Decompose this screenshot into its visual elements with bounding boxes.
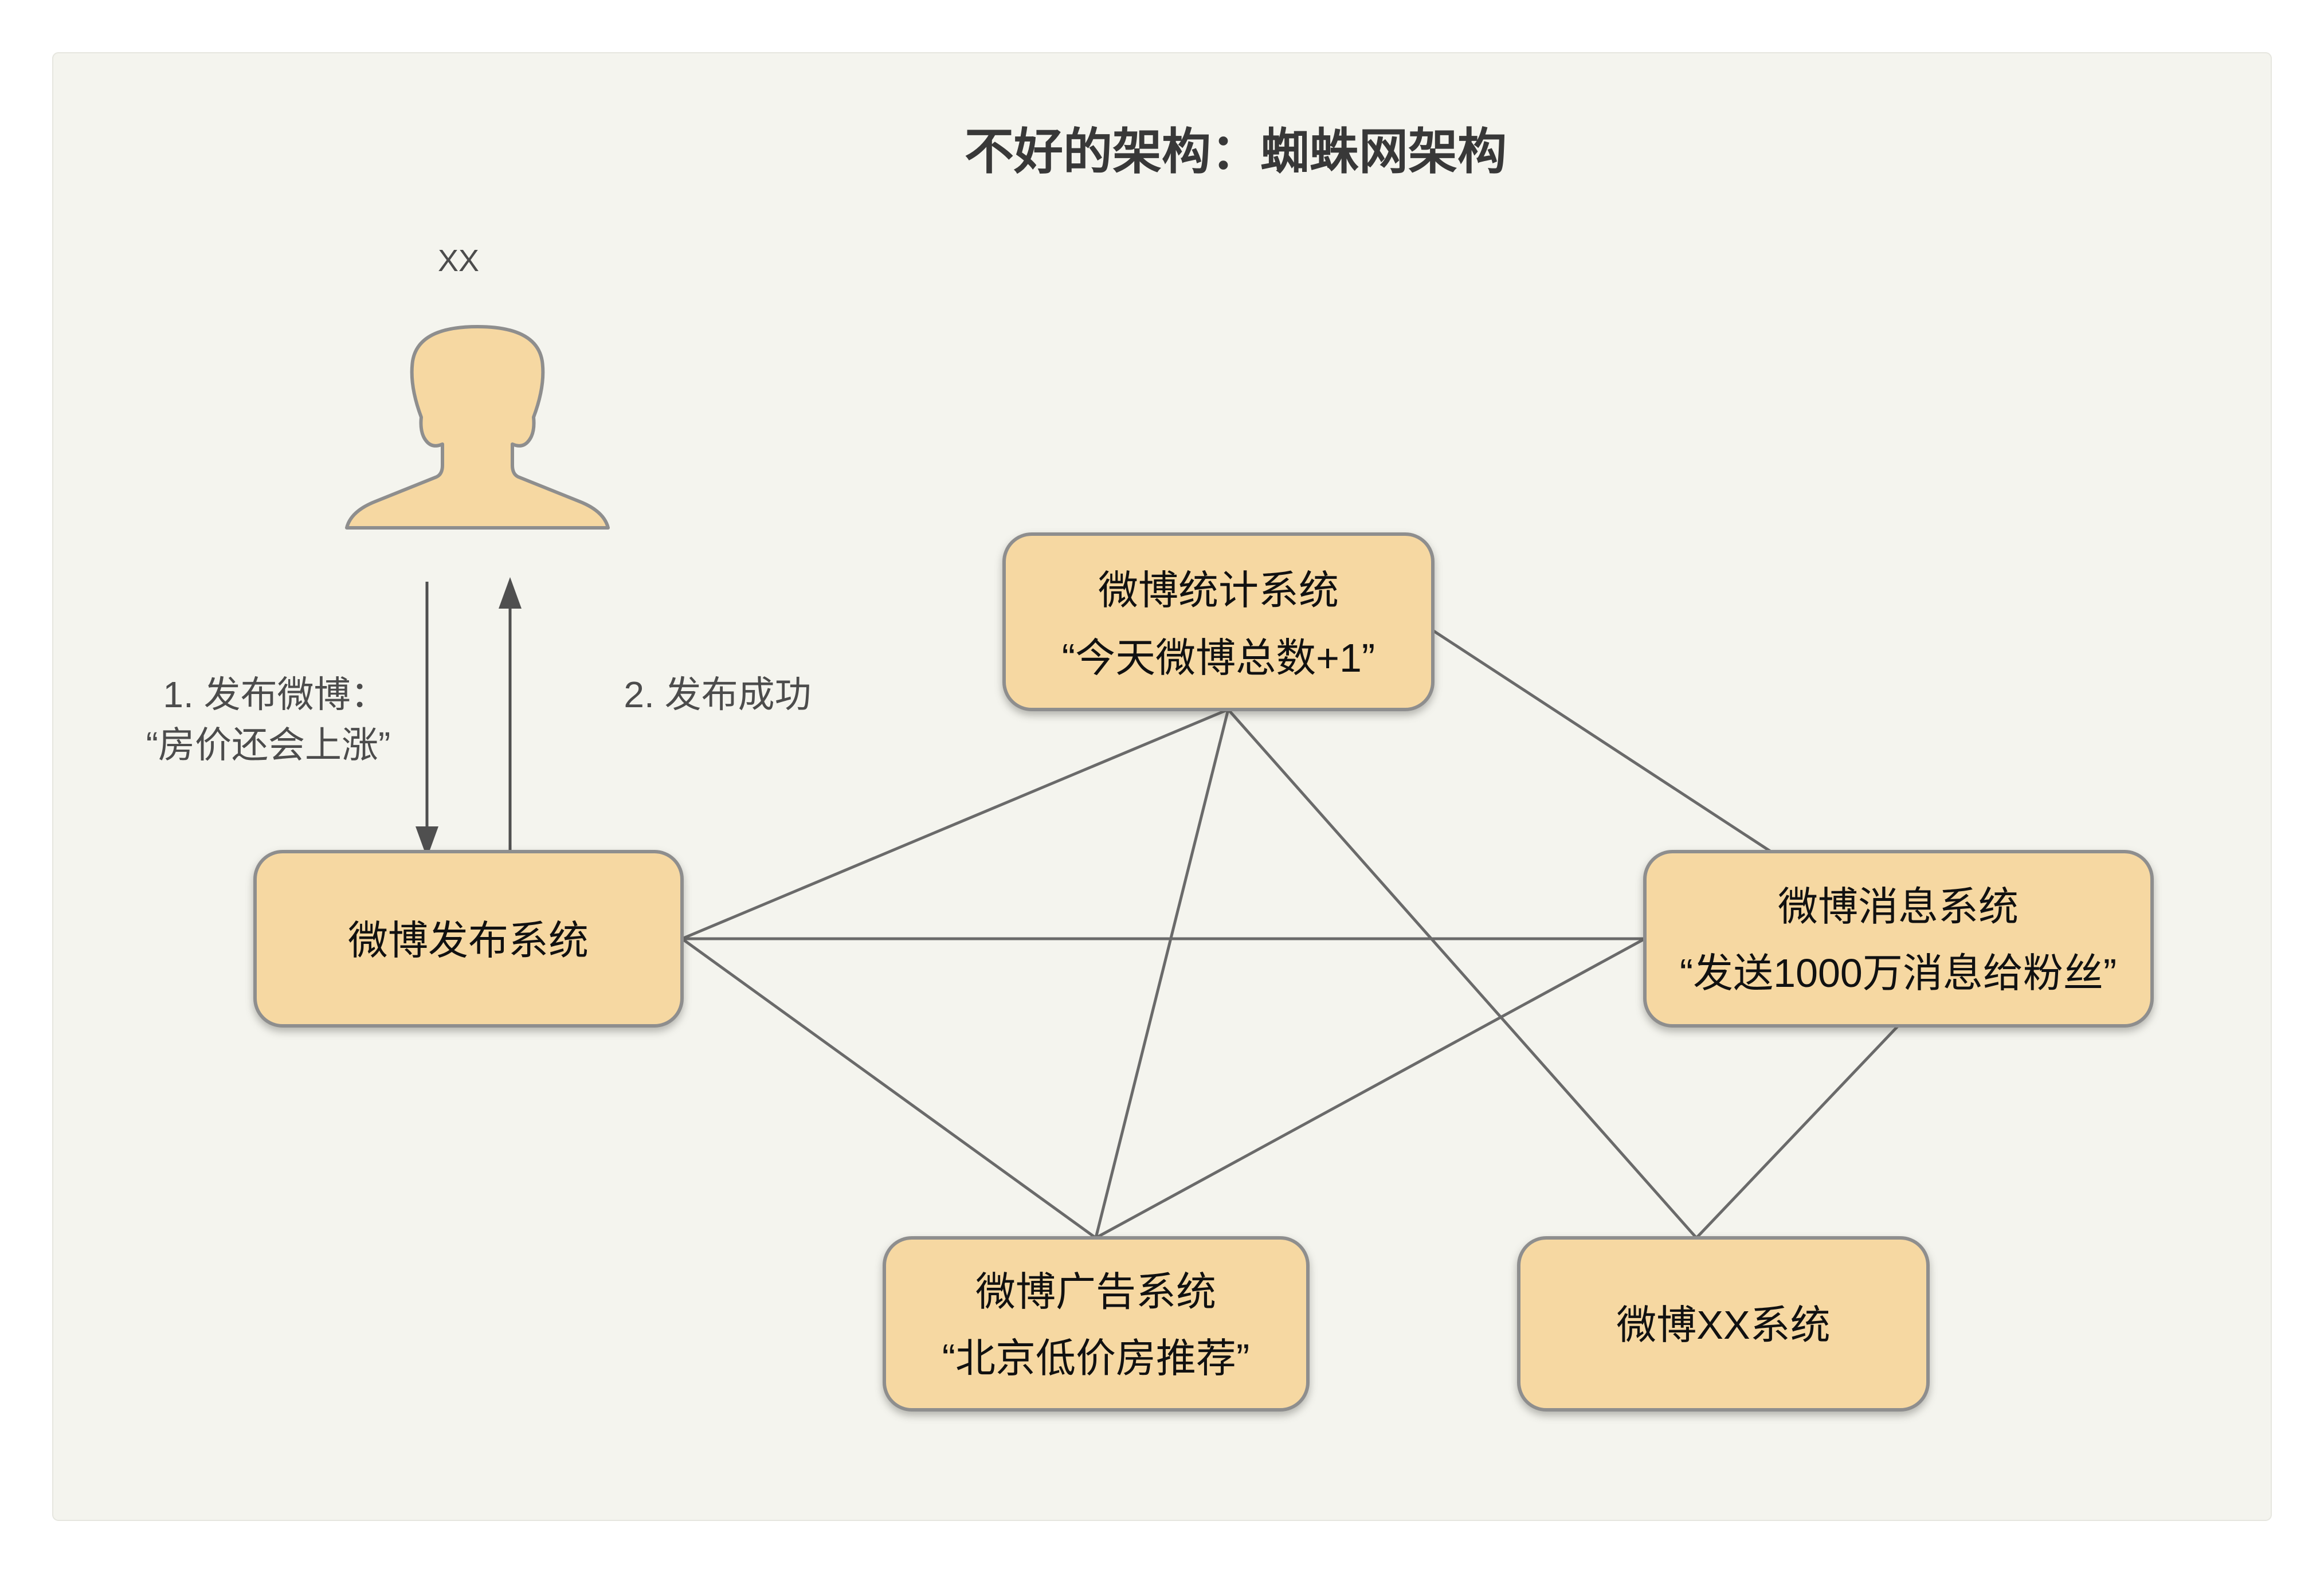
edge-message-xx <box>1695 1025 1899 1239</box>
node-stats-box <box>1002 532 1435 711</box>
node-xx: 微博XX系统 <box>1517 1236 1930 1412</box>
node-message-label: 微博消息系统 <box>1778 884 2019 929</box>
publish-arrow-down-head-icon <box>416 826 438 858</box>
node-stats-label: 微博统计系统 <box>1098 568 1339 613</box>
success-arrow-up-head-icon <box>499 577 522 609</box>
actor: XX <box>345 244 610 530</box>
node-publish: 微博发布系统 <box>253 850 684 1028</box>
node-message-box <box>1643 850 2154 1028</box>
publish-label-line2: “房价还会上涨” <box>146 724 391 766</box>
publish-label-line1: 1. 发布微博： <box>163 674 387 715</box>
node-xx-label: 微博XX系统 <box>1616 1303 1830 1347</box>
diagram-panel <box>52 52 2272 1521</box>
edge-stats-xx <box>1227 708 1698 1239</box>
actor-label: XX <box>438 244 479 278</box>
edge-publish-ads <box>681 937 1097 1240</box>
node-ads-label: 微博广告系统 <box>975 1269 1216 1314</box>
node-stats: 微博统计系统 “今天微博总数+1” <box>1002 532 1435 711</box>
node-ads-box <box>883 1236 1310 1412</box>
node-publish-label: 微博发布系统 <box>348 918 589 963</box>
user-silhouette-icon <box>345 325 610 530</box>
edge-group <box>681 629 1899 1240</box>
node-message-sublabel: “发送1000万消息给粉丝” <box>1680 951 2117 995</box>
edge-publish-stats <box>681 708 1229 940</box>
edge-message-ads <box>1095 937 1646 1240</box>
node-xx-box <box>1517 1236 1930 1412</box>
diagram-title: 不好的架构：蜘蛛网架构 <box>965 124 1507 179</box>
edge-stats-message <box>1432 629 1772 853</box>
success-label: 2. 发布成功 <box>624 674 811 715</box>
node-stats-sublabel: “今天微博总数+1” <box>1062 636 1375 680</box>
node-publish-box <box>253 850 684 1028</box>
node-message: 微博消息系统 “发送1000万消息给粉丝” <box>1643 850 2154 1028</box>
node-ads-sublabel: “北京低价房推荐” <box>942 1336 1250 1381</box>
node-ads: 微博广告系统 “北京低价房推荐” <box>883 1236 1310 1412</box>
interaction-arrows: 1. 发布微博： “房价还会上涨” 2. 发布成功 <box>146 577 812 860</box>
edge-stats-ads <box>1094 709 1230 1238</box>
